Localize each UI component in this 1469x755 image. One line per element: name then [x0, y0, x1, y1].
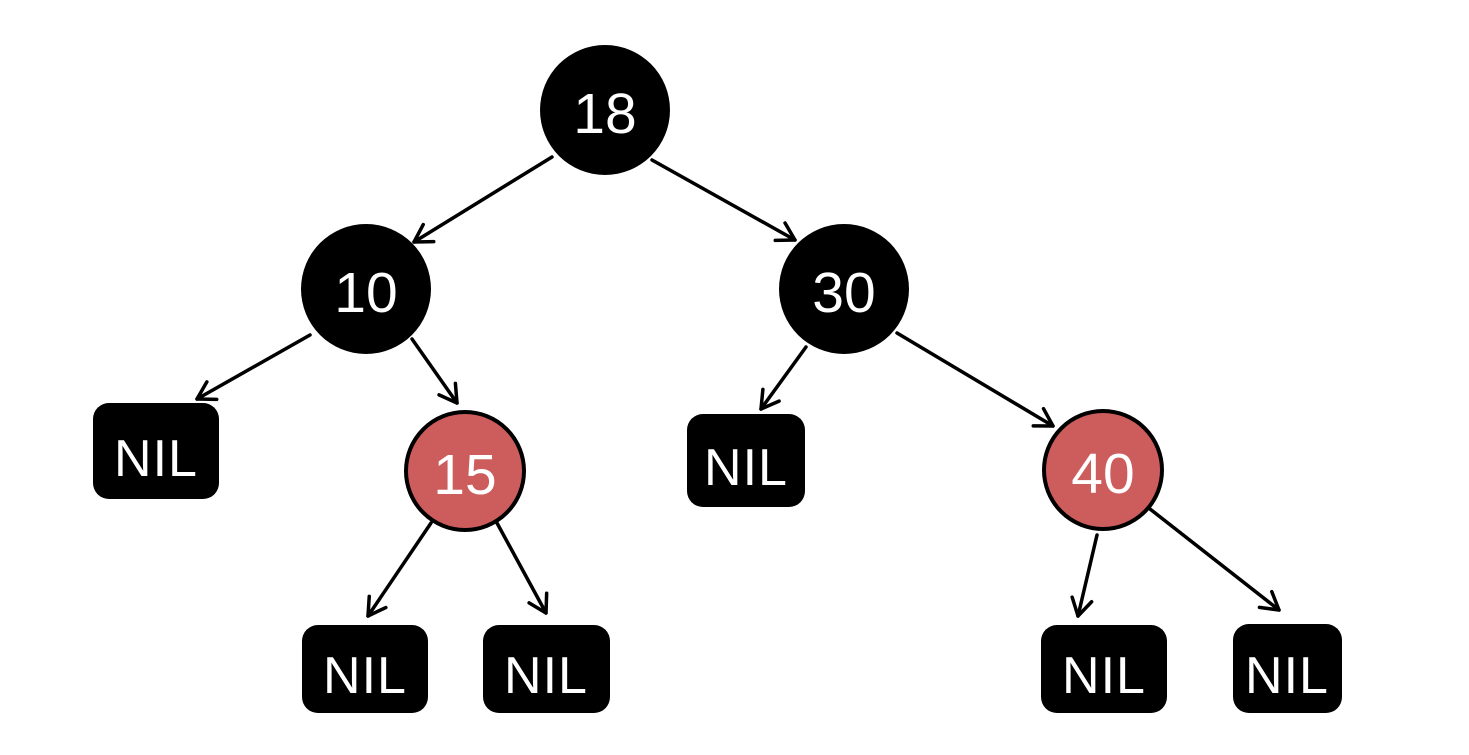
nil-box [302, 625, 428, 713]
node-40-circle [1042, 409, 1164, 531]
tree-node-10: 10 [301, 224, 431, 354]
edge-10-to-15 [410, 337, 459, 405]
edge-15-to-nil-right [495, 521, 549, 615]
nil-box [93, 403, 219, 499]
edge-18-to-30 [650, 158, 797, 243]
node-10-label: 10 [334, 261, 397, 325]
node-30-circle [779, 224, 909, 354]
tree-node-15: 15 [404, 410, 526, 532]
tree-node-40: 40 [1042, 409, 1164, 531]
nil-box [483, 625, 610, 713]
node-15-circle [404, 410, 526, 532]
tree-node-18: 18 [540, 45, 670, 175]
nil-leaf-15-right: NIL [483, 625, 610, 713]
nil-leaf-40-right: NIL [1233, 624, 1342, 713]
nil-label: NIL [1245, 647, 1329, 705]
node-30-label: 30 [812, 261, 875, 325]
nil-leaf-40-left: NIL [1041, 625, 1167, 713]
edge-40-to-nil-right [1148, 507, 1281, 612]
node-18-label: 18 [573, 82, 636, 146]
nil-label: NIL [114, 430, 198, 488]
node-10-circle [301, 224, 431, 354]
edge-10-to-nil-left [195, 333, 312, 402]
node-40-label: 40 [1071, 442, 1134, 506]
edge-30-to-nil-left [759, 345, 808, 411]
nil-leaf-under-10: NIL [93, 403, 219, 499]
node-15-label: 15 [433, 443, 496, 507]
nil-box [687, 414, 805, 507]
nil-label: NIL [504, 647, 588, 705]
node-18-circle [540, 45, 670, 175]
tree-node-30: 30 [779, 224, 909, 354]
nil-leaf-15-left: NIL [302, 625, 428, 713]
edge-40-to-nil-left [1070, 533, 1099, 618]
nil-box [1233, 624, 1342, 713]
nil-box [1041, 625, 1167, 713]
nil-label: NIL [323, 647, 407, 705]
edge-15-to-nil-left [366, 521, 433, 618]
edge-30-to-40 [895, 331, 1055, 428]
nil-leaf-under-30: NIL [687, 414, 805, 507]
nil-label: NIL [704, 439, 788, 497]
edge-18-to-10 [412, 155, 554, 244]
nil-label: NIL [1062, 647, 1146, 705]
